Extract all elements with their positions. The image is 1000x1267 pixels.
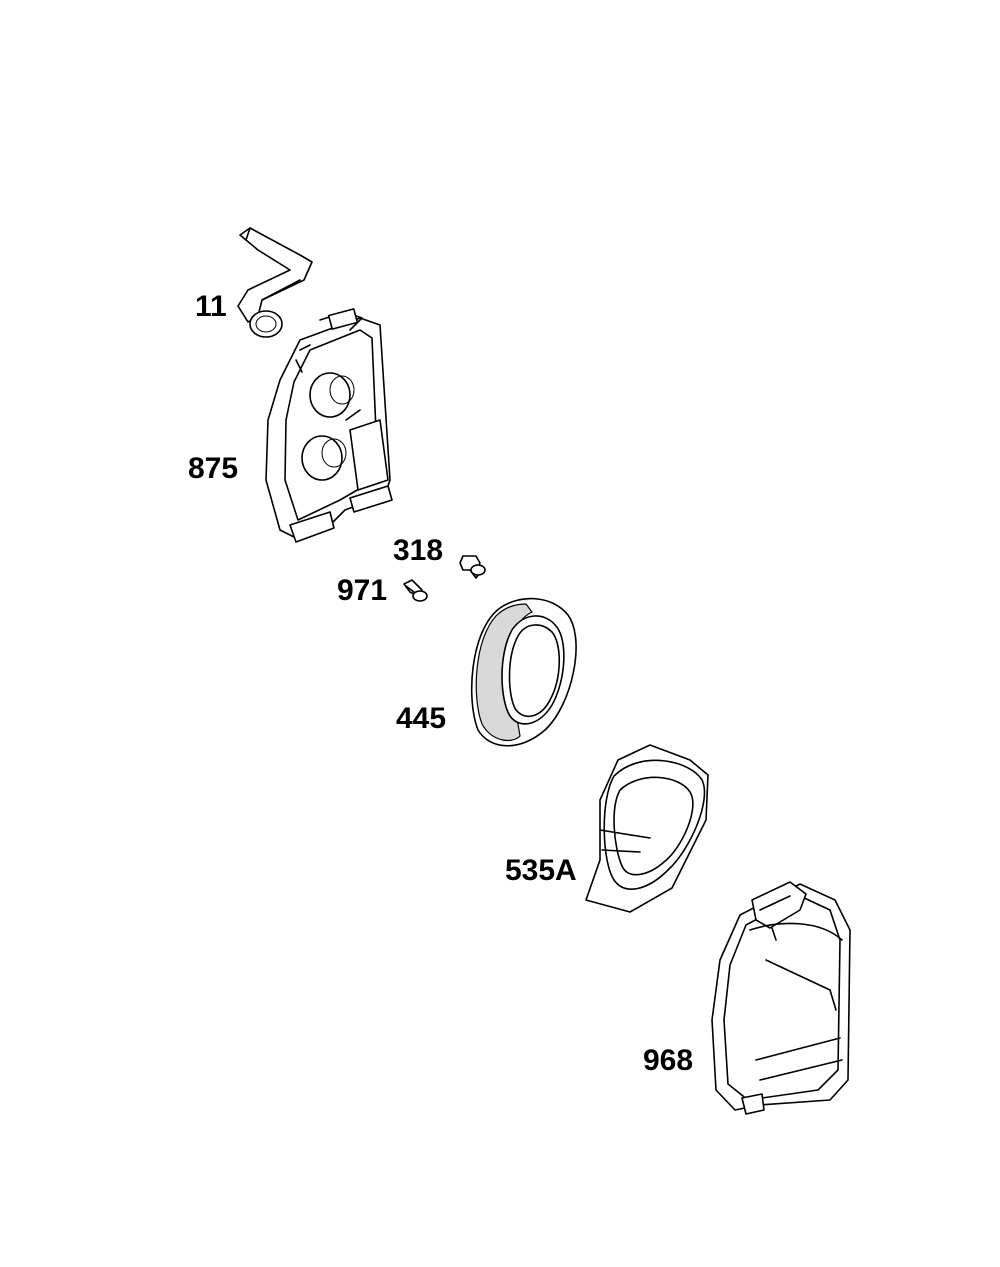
air-filter-cartridge-icon (470, 597, 577, 747)
air-cleaner-base-icon (265, 308, 393, 543)
air-cleaner-cover-icon (711, 881, 851, 1115)
breather-tube-icon (237, 227, 313, 338)
part-label-971: 971 (337, 574, 388, 607)
part-label-445: 445 (396, 702, 447, 735)
pre-cleaner-icon (585, 744, 709, 913)
screw-icon (459, 555, 486, 579)
part-label-535A: 535A (505, 854, 577, 887)
part-label-318: 318 (393, 534, 444, 567)
part-label-11: 11 (195, 290, 227, 323)
part-label-968: 968 (643, 1044, 694, 1077)
part-label-875: 875 (188, 452, 239, 485)
screw-icon (403, 579, 428, 602)
